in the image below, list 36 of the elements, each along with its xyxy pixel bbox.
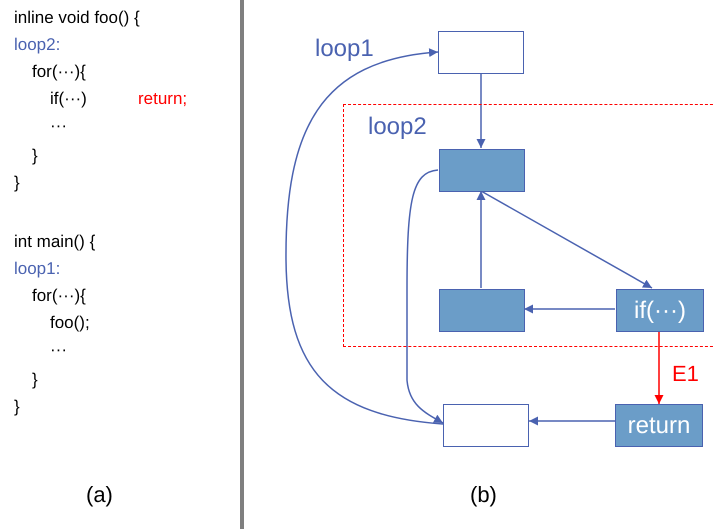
code-keyword: return; [138,89,188,109]
code-line: int main() { [14,232,96,252]
edge-label: loop1 [315,36,374,62]
panel-caption: (b) [470,482,497,508]
code-ellipsis: ··· [50,116,67,136]
code-line: } [32,370,38,390]
code-line: } [32,146,38,166]
block-box [439,149,525,192]
block-box [443,404,529,447]
code-line: for(···){ [32,62,86,82]
arrow [654,331,664,404]
arrow [406,169,444,424]
block-box [438,31,524,74]
code-line: } [14,173,20,193]
return-box [615,404,703,447]
arrow [524,304,615,314]
code-label: loop1: [14,259,60,279]
arrow [529,416,615,426]
code-line: } [14,397,20,417]
code-line: if(···) [50,89,87,109]
block-box [439,289,525,332]
arrow [476,191,486,288]
code-ellipsis: ··· [50,340,67,360]
code-label: loop2: [14,35,60,55]
arrow [476,74,486,148]
code-line: for(···){ [32,286,86,306]
code-line: inline void foo() { [14,8,140,28]
region-title: loop2 [368,113,427,141]
node-label: return [628,412,690,440]
arrow [285,48,444,425]
loop-region [343,104,713,347]
node-label: if(···) [634,296,686,324]
arrow [480,190,652,289]
code-line: foo(); [50,313,90,333]
condition-box [616,289,704,332]
panel-caption: (a) [86,482,113,508]
